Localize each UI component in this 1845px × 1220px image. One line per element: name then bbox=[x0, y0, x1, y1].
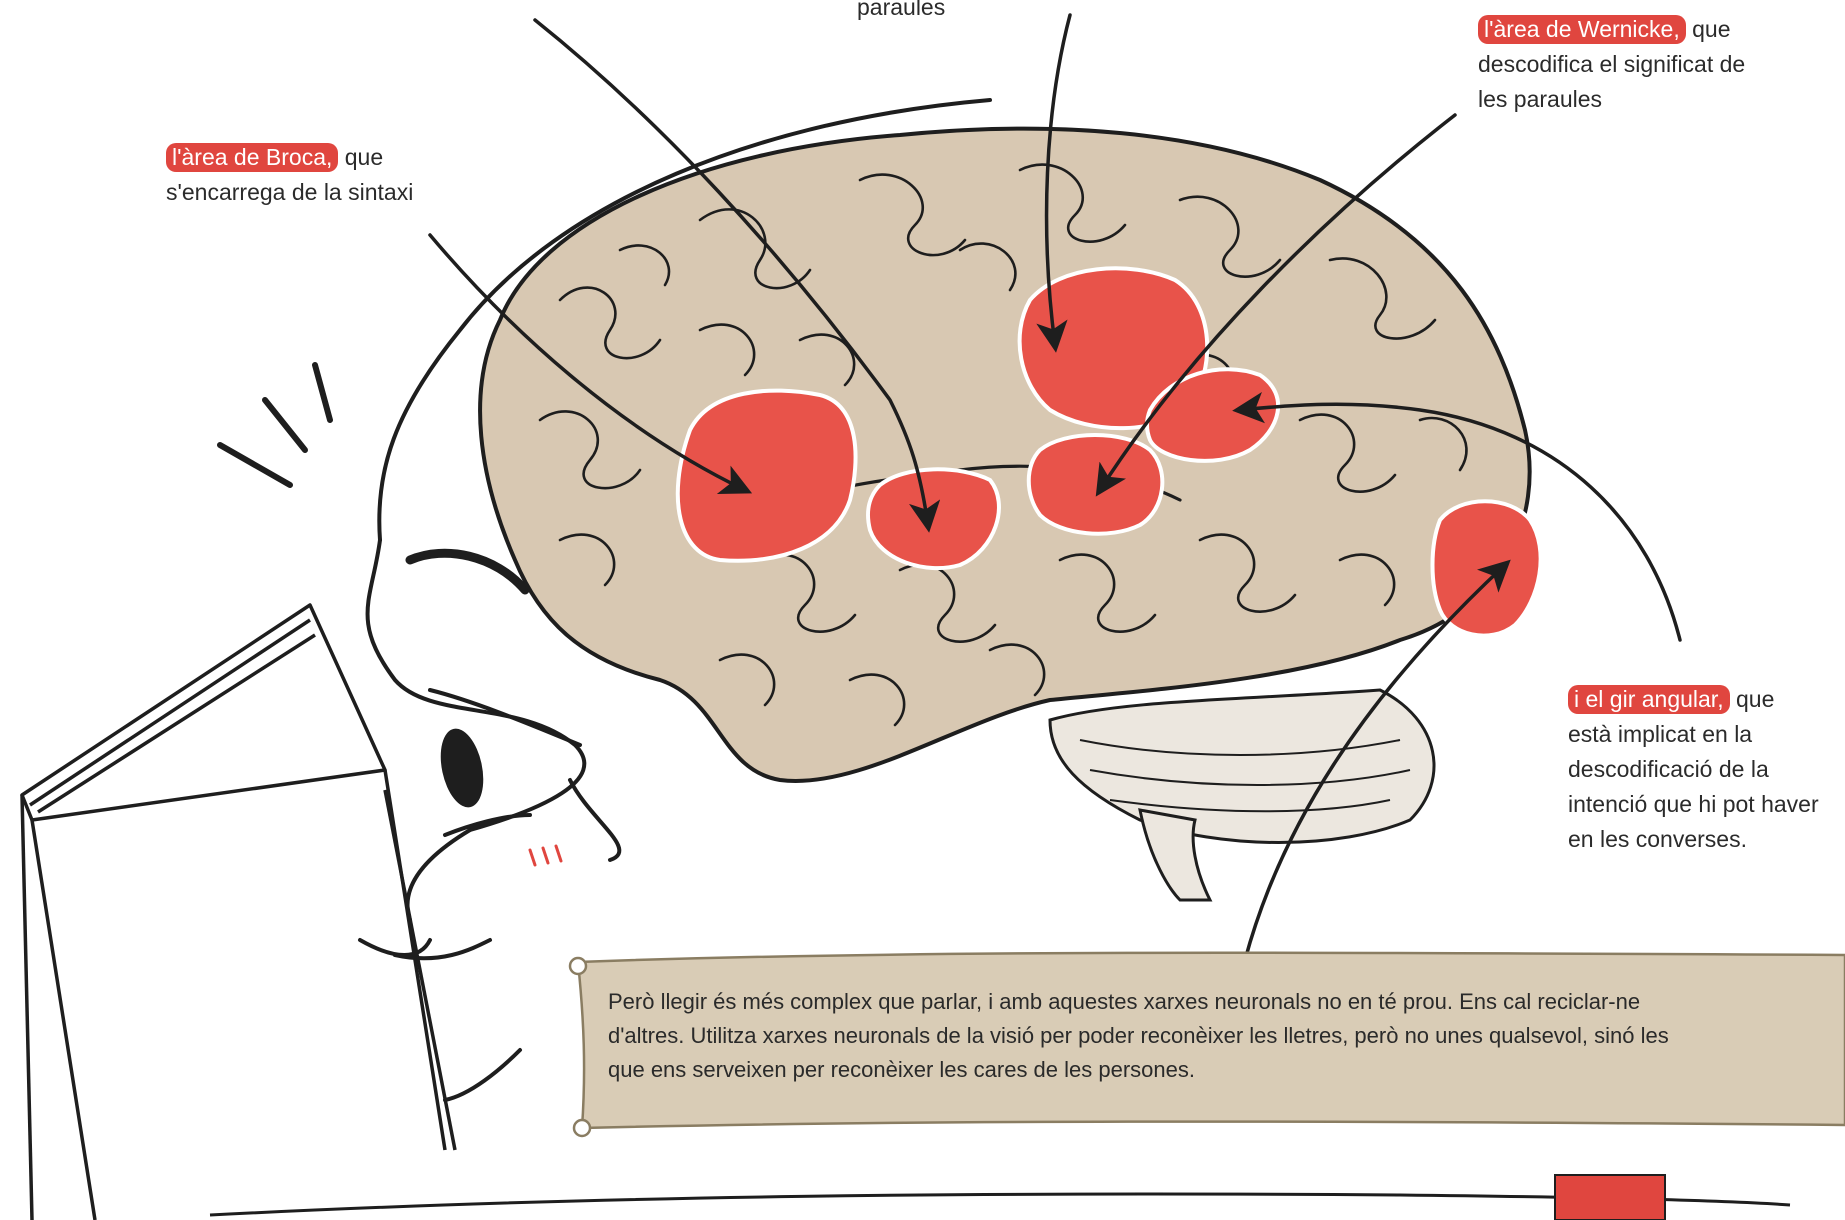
angular-highlight: i el gir angular, bbox=[1568, 685, 1730, 714]
angular-label: i el gir angular, que està implicat en l… bbox=[1568, 682, 1819, 857]
motor-area bbox=[1029, 435, 1163, 534]
broca-label: l'àrea de Broca, que s'encarrega de la s… bbox=[166, 140, 413, 210]
caption-line3: que ens serveixen per reconèixer les car… bbox=[608, 1053, 1838, 1087]
angular-line3: descodificació de la bbox=[1568, 752, 1819, 787]
cerebellum bbox=[1050, 690, 1434, 900]
top-fragment-label: paraules bbox=[857, 0, 945, 25]
angular-line5: en les converses. bbox=[1568, 822, 1819, 857]
caption-line2: d'altres. Utilitza xarxes neuronals de l… bbox=[608, 1019, 1838, 1053]
caption-text: Però llegir és més complex que parlar, i… bbox=[608, 985, 1838, 1087]
caption-line1: Però llegir és més complex que parlar, i… bbox=[608, 985, 1838, 1019]
wernicke-line2: descodifica el significat de bbox=[1478, 47, 1745, 82]
angular-gyrus-area bbox=[1433, 501, 1541, 635]
wernicke-label: l'àrea de Wernicke, que descodifica el s… bbox=[1478, 12, 1745, 117]
wernicke-line3: les paraules bbox=[1478, 82, 1745, 117]
book bbox=[22, 605, 455, 1220]
auditory-area bbox=[868, 469, 999, 568]
angular-rest: que bbox=[1736, 686, 1774, 712]
bottom-banner bbox=[210, 1175, 1790, 1220]
brain-cortex bbox=[480, 129, 1530, 781]
wernicke-highlight: l'àrea de Wernicke, bbox=[1478, 15, 1686, 44]
angular-line4: intenció que hi pot haver bbox=[1568, 787, 1819, 822]
broca-rest: que bbox=[345, 144, 383, 170]
broca-line2: s'encarrega de la sintaxi bbox=[166, 175, 413, 210]
broca-highlight: l'àrea de Broca, bbox=[166, 143, 338, 172]
wernicke-rest: que bbox=[1692, 16, 1730, 42]
angular-line2: està implicat en la bbox=[1568, 717, 1819, 752]
